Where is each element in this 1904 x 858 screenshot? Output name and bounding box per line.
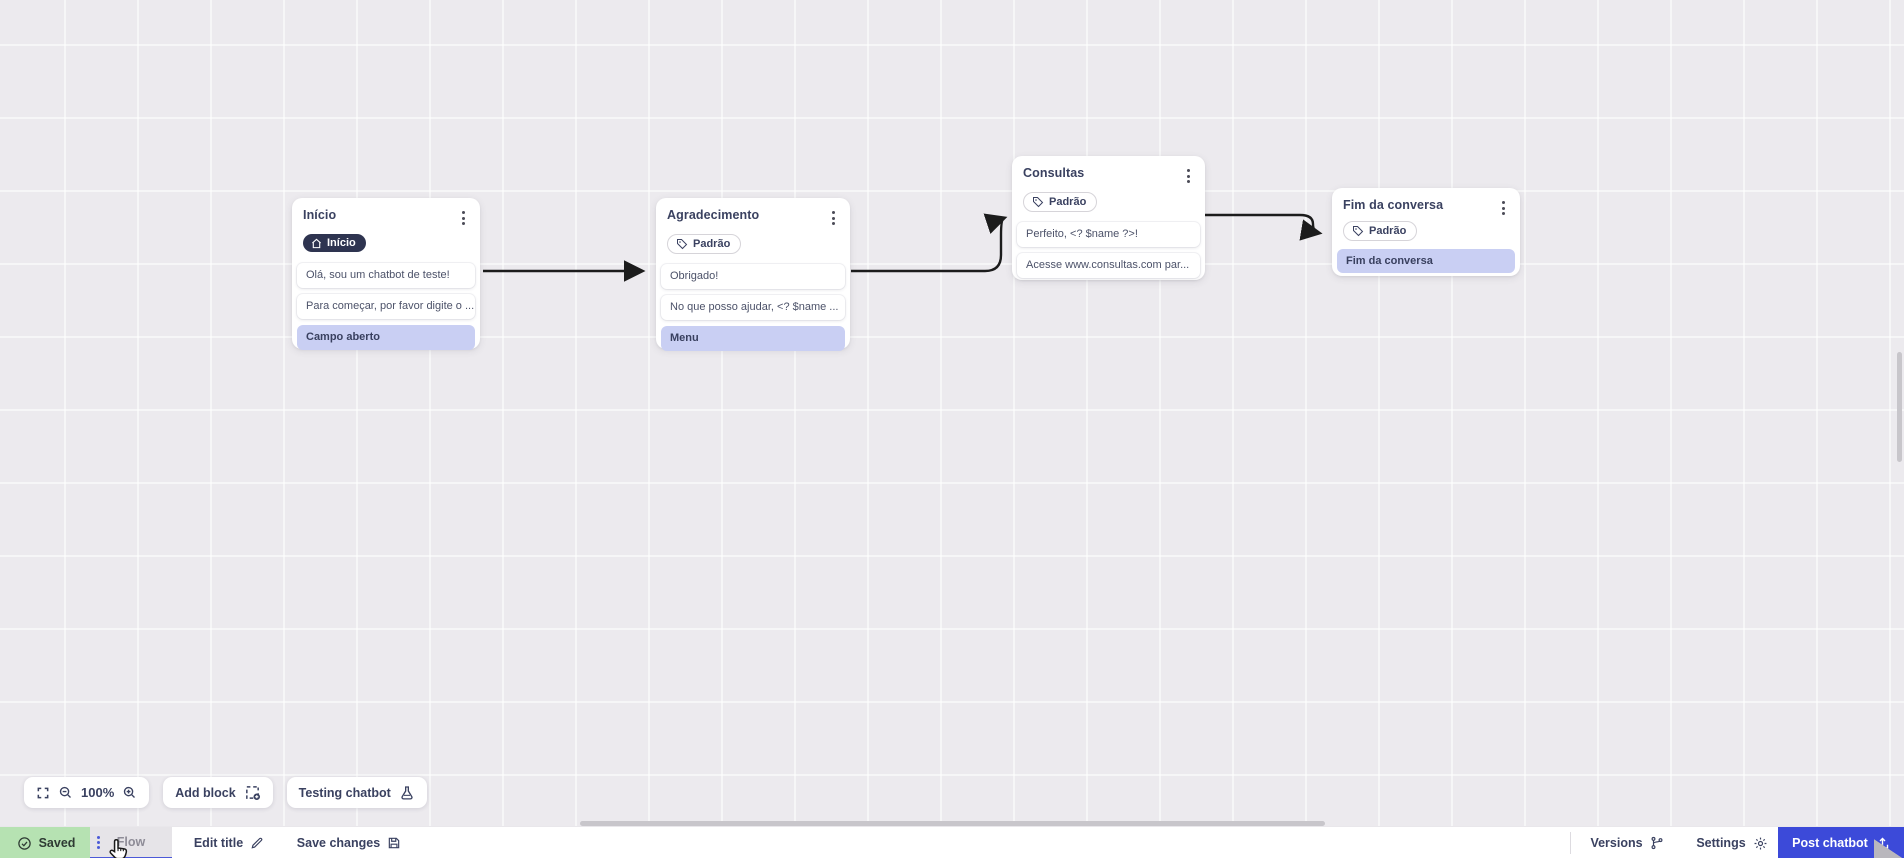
kebab-menu-icon[interactable] — [828, 209, 839, 227]
fullscreen-icon[interactable] — [36, 786, 50, 800]
node-badge: Padrão — [667, 234, 742, 254]
zoom-out-icon[interactable] — [58, 785, 73, 800]
node-badge: Padrão — [1023, 192, 1098, 212]
vertical-scrollbar[interactable] — [1897, 352, 1902, 462]
post-chatbot-button[interactable]: Post chatbot — [1778, 827, 1904, 858]
node-badge: Início — [303, 234, 366, 252]
testing-chatbot-button[interactable]: Testing chatbot — [286, 777, 427, 808]
node-title: Agradecimento — [667, 208, 760, 222]
add-block-icon — [244, 784, 261, 801]
message-row[interactable]: Perfeito, <? $name ?>! — [1017, 222, 1200, 247]
message-row[interactable]: No que posso ajudar, <? $name ... — [661, 295, 845, 320]
check-circle-icon — [17, 836, 31, 850]
kebab-menu-icon[interactable] — [458, 209, 469, 227]
node-badge: Padrão — [1343, 221, 1418, 241]
message-row[interactable]: Olá, sou um chatbot de teste! — [297, 262, 475, 288]
tab-flow[interactable]: Flow — [90, 827, 172, 858]
edit-title-button[interactable]: Edit title — [186, 827, 272, 858]
home-icon — [312, 238, 321, 248]
message-row[interactable]: Para começar, por favor digite o ... — [297, 293, 475, 319]
node-title: Fim da conversa — [1343, 198, 1444, 212]
upload-icon — [1876, 837, 1889, 849]
tag-icon — [677, 239, 688, 250]
message-row[interactable]: Obrigado! — [661, 264, 845, 289]
settings-button[interactable]: Settings — [1692, 827, 1772, 858]
block-row[interactable]: Campo aberto — [297, 324, 475, 350]
node-title: Consultas — [1023, 166, 1085, 180]
statusbar-divider — [1570, 832, 1571, 854]
statusbar: Saved Flow Edit title Save changes Versi… — [0, 826, 1904, 858]
tag-icon — [1353, 226, 1364, 237]
flow-node-fim-da-conversa[interactable]: Fim da conversa Padrão Fim da conversa — [1332, 188, 1520, 276]
tag-icon — [1033, 197, 1044, 208]
versions-button[interactable]: Versions — [1588, 827, 1666, 858]
canvas-toolbar: 100% Add block Testing chatbot — [24, 777, 427, 808]
save-icon — [388, 837, 400, 849]
pencil-icon — [251, 837, 263, 849]
flask-icon — [399, 785, 415, 801]
kebab-menu-icon[interactable] — [1498, 199, 1509, 217]
save-changes-button[interactable]: Save changes — [294, 827, 404, 858]
block-row[interactable]: Fim da conversa — [1337, 249, 1515, 273]
flow-node-consultas[interactable]: Consultas Padrão Perfeito, <? $name ?>! … — [1012, 156, 1205, 280]
zoom-in-icon[interactable] — [122, 785, 137, 800]
zoom-level: 100% — [81, 785, 115, 800]
kebab-menu-icon[interactable] — [1183, 167, 1194, 185]
wire-agradecimento-consultas — [851, 213, 1008, 273]
branch-icon — [1651, 836, 1663, 850]
flow-node-inicio[interactable]: Início Início Olá, sou um chatbot de tes… — [292, 198, 480, 350]
flow-node-agradecimento[interactable]: Agradecimento Padrão Obrigado! No que po… — [656, 198, 850, 351]
zoom-controls: 100% — [24, 777, 150, 808]
node-title: Início — [303, 208, 337, 222]
saved-status-badge: Saved — [0, 827, 92, 858]
wire-consultas-fim — [1205, 213, 1323, 241]
drag-handle-icon[interactable] — [97, 835, 100, 849]
message-row[interactable]: Acesse www.consultas.com par... — [1017, 253, 1200, 278]
horizontal-scrollbar[interactable] — [580, 821, 1325, 826]
add-block-button[interactable]: Add block — [163, 777, 273, 808]
block-row[interactable]: Menu — [661, 326, 845, 351]
gear-icon — [1754, 837, 1767, 849]
